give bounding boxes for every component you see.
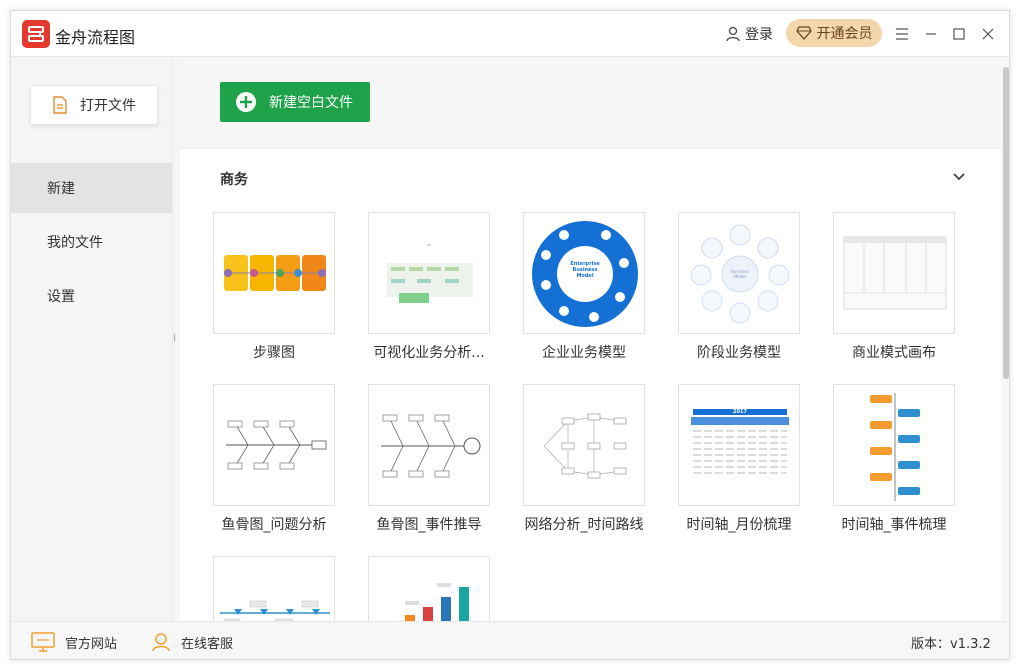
- app-title: 金舟流程图: [55, 28, 136, 47]
- template-thumbnail: [833, 212, 955, 334]
- template-thumbnail: Business Model: [678, 212, 800, 334]
- official-website-label: 官方网站: [65, 636, 118, 652]
- template-thumbnail: [368, 212, 490, 334]
- template-label: 阶段业务模型: [697, 345, 781, 361]
- user-icon: [726, 26, 740, 42]
- sidebar: 打开文件 新建 我的文件 设置: [11, 57, 172, 621]
- sidebar-item-label: 我的文件: [47, 235, 103, 251]
- sidebar-splitter[interactable]: [172, 57, 180, 621]
- template-thumbnail: [213, 384, 335, 506]
- plus-circle-icon: [236, 92, 256, 112]
- version-label: 版本：v1.3.2: [911, 637, 991, 652]
- template-thumbnail: [213, 212, 335, 334]
- section-title: 商务: [220, 172, 248, 188]
- new-file-area: 新建空白文件: [180, 57, 1009, 149]
- vip-button[interactable]: 开通会员: [786, 19, 882, 47]
- status-bar: 官方网站 在线客服 版本：v1.3.2: [11, 621, 1009, 659]
- template-card[interactable]: [368, 556, 490, 621]
- diamond-icon: [795, 26, 812, 40]
- template-thumbnail: [213, 556, 335, 621]
- template-label: 步骤图: [253, 345, 295, 361]
- template-thumbnail: Enterprise Business Model: [523, 212, 645, 334]
- maximize-icon[interactable]: [948, 23, 970, 45]
- template-thumbnail: [368, 384, 490, 506]
- close-icon[interactable]: [977, 23, 999, 45]
- scrollbar-thumb[interactable]: [1003, 67, 1009, 379]
- stage-center-text: Business Model: [731, 269, 749, 279]
- timeline-year-text: 2017: [733, 409, 747, 415]
- template-thumbnail: [833, 384, 955, 506]
- sidebar-item-my-files[interactable]: 我的文件: [11, 217, 172, 267]
- template-label: 时间轴_事件梳理: [841, 517, 947, 533]
- login-label: 登录: [745, 27, 773, 43]
- vip-label: 开通会员: [816, 26, 873, 42]
- new-blank-file-button[interactable]: 新建空白文件: [220, 82, 370, 122]
- monitor-icon: [31, 632, 55, 652]
- new-blank-file-label: 新建空白文件: [269, 95, 353, 111]
- official-website-link[interactable]: 官方网站: [31, 632, 117, 652]
- open-file-button[interactable]: 打开文件: [30, 85, 158, 125]
- menu-icon[interactable]: [891, 23, 913, 45]
- template-thumbnail: [523, 384, 645, 506]
- template-card[interactable]: [213, 556, 335, 621]
- sidebar-item-new[interactable]: 新建: [11, 163, 172, 213]
- enterprise-center-text: Enterprise Business Model: [570, 261, 600, 279]
- sidebar-item-label: 新建: [47, 181, 75, 197]
- file-icon: [53, 96, 67, 114]
- template-label: 商业模式画布: [852, 345, 936, 361]
- minimize-icon[interactable]: [920, 23, 942, 45]
- template-label: 可视化业务分析...: [373, 345, 485, 361]
- app-logo-icon: [22, 20, 50, 48]
- template-label: 时间轴_月份梳理: [686, 517, 792, 533]
- template-thumbnail: [368, 556, 490, 621]
- app-window: 金舟流程图 登录 开通会员: [10, 10, 1010, 660]
- online-support-link[interactable]: 在线客服: [151, 632, 233, 652]
- template-label: 企业业务模型: [542, 345, 626, 361]
- main-content: 新建空白文件 商务 步骤图: [180, 57, 1009, 621]
- sidebar-item-label: 设置: [47, 289, 75, 305]
- support-user-icon: [152, 633, 170, 652]
- vertical-scrollbar[interactable]: [1001, 57, 1009, 621]
- chevron-down-icon[interactable]: [952, 169, 966, 188]
- open-file-label: 打开文件: [80, 98, 136, 114]
- sidebar-item-settings[interactable]: 设置: [11, 271, 172, 321]
- splitter-handle-icon[interactable]: ⁞: [173, 333, 177, 344]
- template-thumbnail: 2017: [678, 384, 800, 506]
- template-label: 网络分析_时间路线: [524, 517, 644, 533]
- template-label: 鱼骨图_问题分析: [221, 517, 327, 533]
- online-support-label: 在线客服: [181, 636, 234, 652]
- login-button[interactable]: 登录: [725, 23, 773, 45]
- template-label: 鱼骨图_事件推导: [376, 517, 482, 533]
- title-bar: 金舟流程图 登录 开通会员: [11, 11, 1009, 57]
